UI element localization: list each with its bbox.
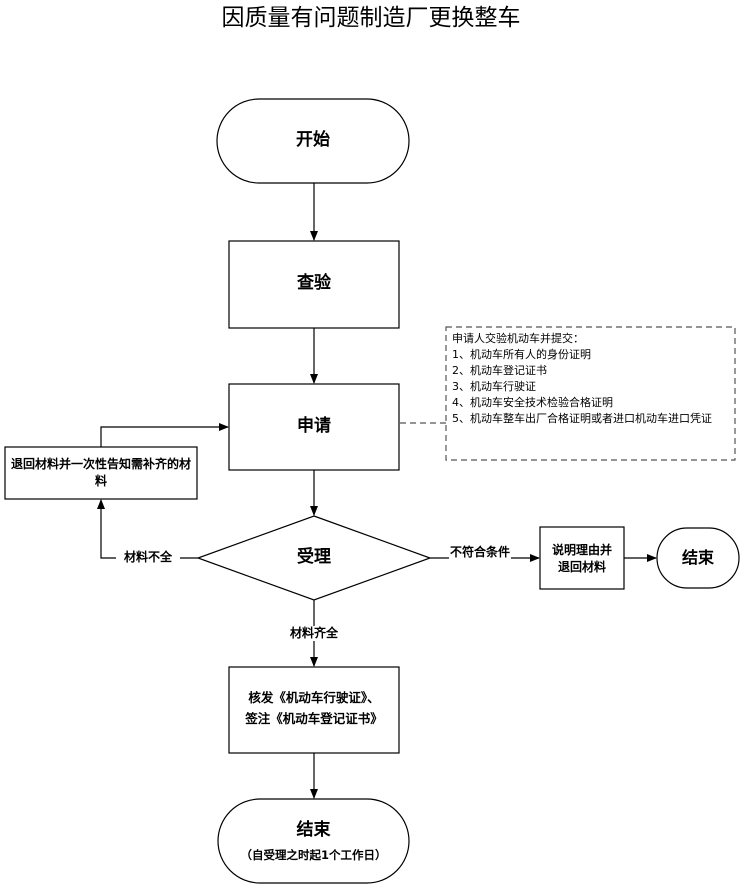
issue-box [228, 666, 400, 754]
end-bottom-label: 结束 [296, 820, 331, 840]
issue-label-line1: 核发《机动车行驶证》、 [248, 690, 380, 705]
note-item: 2、机动车登记证书 [452, 364, 547, 377]
edge-label-not-qualified: 不符合条件 [449, 544, 511, 560]
return-materials-label: 退回材料并一次性告知需补齐的材料 [10, 457, 191, 488]
apply-label: 申请 [297, 416, 331, 436]
note-header: 申请人交验机动车并提交： [452, 332, 584, 345]
issue-label-line2: 签注《机动车登记证书》 [245, 711, 383, 726]
edge-label-incomplete: 材料不全 [116, 550, 180, 565]
requirements-note [445, 326, 736, 461]
arrow-return-to-apply [100, 423, 229, 447]
accept-label: 受理 [297, 547, 331, 567]
end-right-terminal [656, 527, 740, 589]
apply-box [228, 383, 400, 471]
note-item: 4、机动车安全技术检验合格证明 [452, 396, 613, 409]
note-item: 5、机动车整车出厂合格证明或者进口机动车进口凭证 [452, 412, 712, 425]
explain-return-label: 说明理由并退回材料 [551, 543, 612, 574]
start-label: 开始 [296, 130, 330, 150]
edge-label-complete: 材料齐全 [282, 626, 346, 641]
start-terminal [216, 98, 410, 184]
end-right-label: 结束 [681, 548, 714, 567]
note-item: 1、机动车所有人的身份证明 [452, 348, 591, 361]
return-materials-box [4, 446, 198, 500]
inspect-label: 查验 [297, 273, 331, 293]
note-text: 申请人交验机动车并提交： 1、机动车所有人的身份证明 2、机动车登记证书 3、机… [452, 331, 730, 427]
explain-return-box [539, 526, 625, 590]
end-bottom-note: （自受理之时起1个工作日） [240, 848, 387, 862]
end-bottom-terminal [217, 798, 410, 884]
note-item: 3、机动车行驶证 [452, 380, 536, 393]
page-title: 因质量有问题制造厂更换整车 [221, 5, 521, 31]
